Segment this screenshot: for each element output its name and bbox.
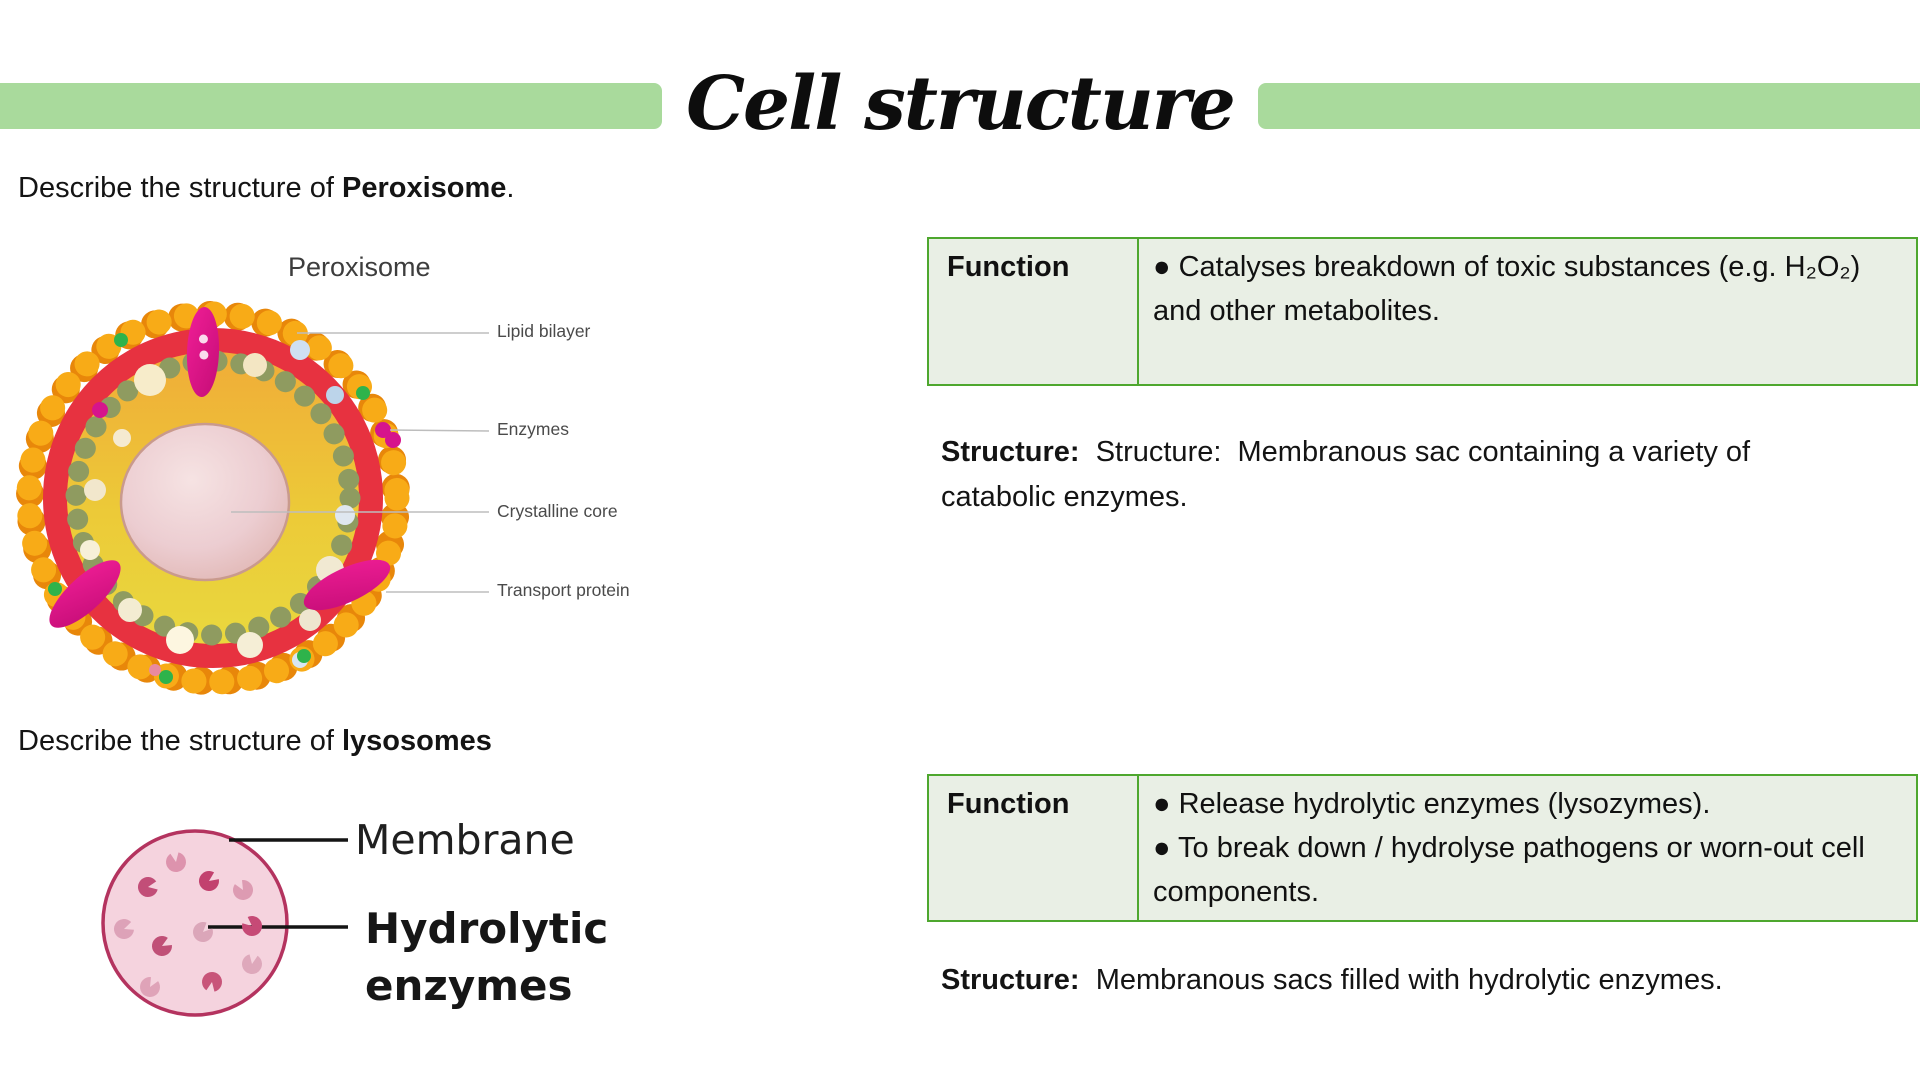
lysosome-leader-lines <box>208 838 348 929</box>
label-lipid-bilayer: Lipid bilayer <box>497 321 591 341</box>
peroxisome-cell-drawing <box>16 301 410 695</box>
label-transport-protein: Transport protein <box>497 580 630 600</box>
prompt-prefix: Describe the structure of <box>18 172 342 204</box>
structure-text: Membranous sacs filled with hydrolytic e… <box>1079 964 1723 996</box>
function-content-cell: ● Catalyses breakdown of toxic substance… <box>1139 239 1916 384</box>
lysosome-membrane-circle <box>101 829 289 1017</box>
label-membrane: Membrane <box>355 816 575 864</box>
prompt-bold: lysosomes <box>341 725 492 757</box>
structure-paragraph-lysosome: Structure: Membranous sacs filled with h… <box>941 958 1920 1003</box>
structure-paragraph-peroxisome: Structure: Structure: Membranous sac con… <box>941 430 1801 520</box>
structure-label: Structure: <box>941 436 1080 468</box>
function-content-cell: ● Release hydrolytic enzymes (lysozymes)… <box>1139 776 1916 920</box>
peroxisome-figure: Peroxisome Lipid bilayer Enzymes Crystal… <box>0 240 660 710</box>
title-bar-left <box>0 83 663 129</box>
title-row: Cell structure <box>0 61 1920 147</box>
function-bullet: ● Release hydrolytic enzymes (lysozymes)… <box>1153 788 1711 820</box>
function-bullet: ● To break down / hydrolyse pathogens or… <box>1153 832 1865 908</box>
function-header-cell: Function <box>929 776 1139 920</box>
prompt-bold: Peroxisome <box>341 172 507 204</box>
prompt-suffix: . <box>506 172 515 204</box>
lysosome-illustration <box>101 829 348 1017</box>
label-enzymes: Enzymes <box>497 419 569 439</box>
lysosome-figure: Membrane Hydrolytic enzymes <box>0 810 700 1080</box>
function-bullet: ● Catalyses breakdown of toxic substance… <box>1153 251 1861 327</box>
figure-title-peroxisome: Peroxisome <box>288 252 431 282</box>
peroxisome-leader-lines <box>231 332 490 593</box>
peroxisome-illustration <box>16 301 490 695</box>
page-title: Cell structure <box>686 61 1236 147</box>
title-bar-right <box>1257 83 1920 129</box>
lysosome-function-table: Function ● Release hydrolytic enzymes (l… <box>927 774 1918 922</box>
structure-label: Structure: <box>941 964 1080 996</box>
label-crystalline-core: Crystalline core <box>497 501 618 521</box>
peroxisome-function-table: Function ● Catalyses breakdown of toxic … <box>927 237 1918 386</box>
label-hydrolytic-enzymes: Hydrolytic enzymes <box>365 904 609 1010</box>
prompt-peroxisome: Describe the structure of Peroxisome. <box>18 172 514 205</box>
prompt-lysosomes: Describe the structure of lysosomes <box>18 725 492 758</box>
function-header-cell: Function <box>929 239 1139 384</box>
structure-text: Structure: Membranous sac containing a v… <box>941 436 1759 513</box>
prompt-prefix: Describe the structure of <box>18 725 342 757</box>
